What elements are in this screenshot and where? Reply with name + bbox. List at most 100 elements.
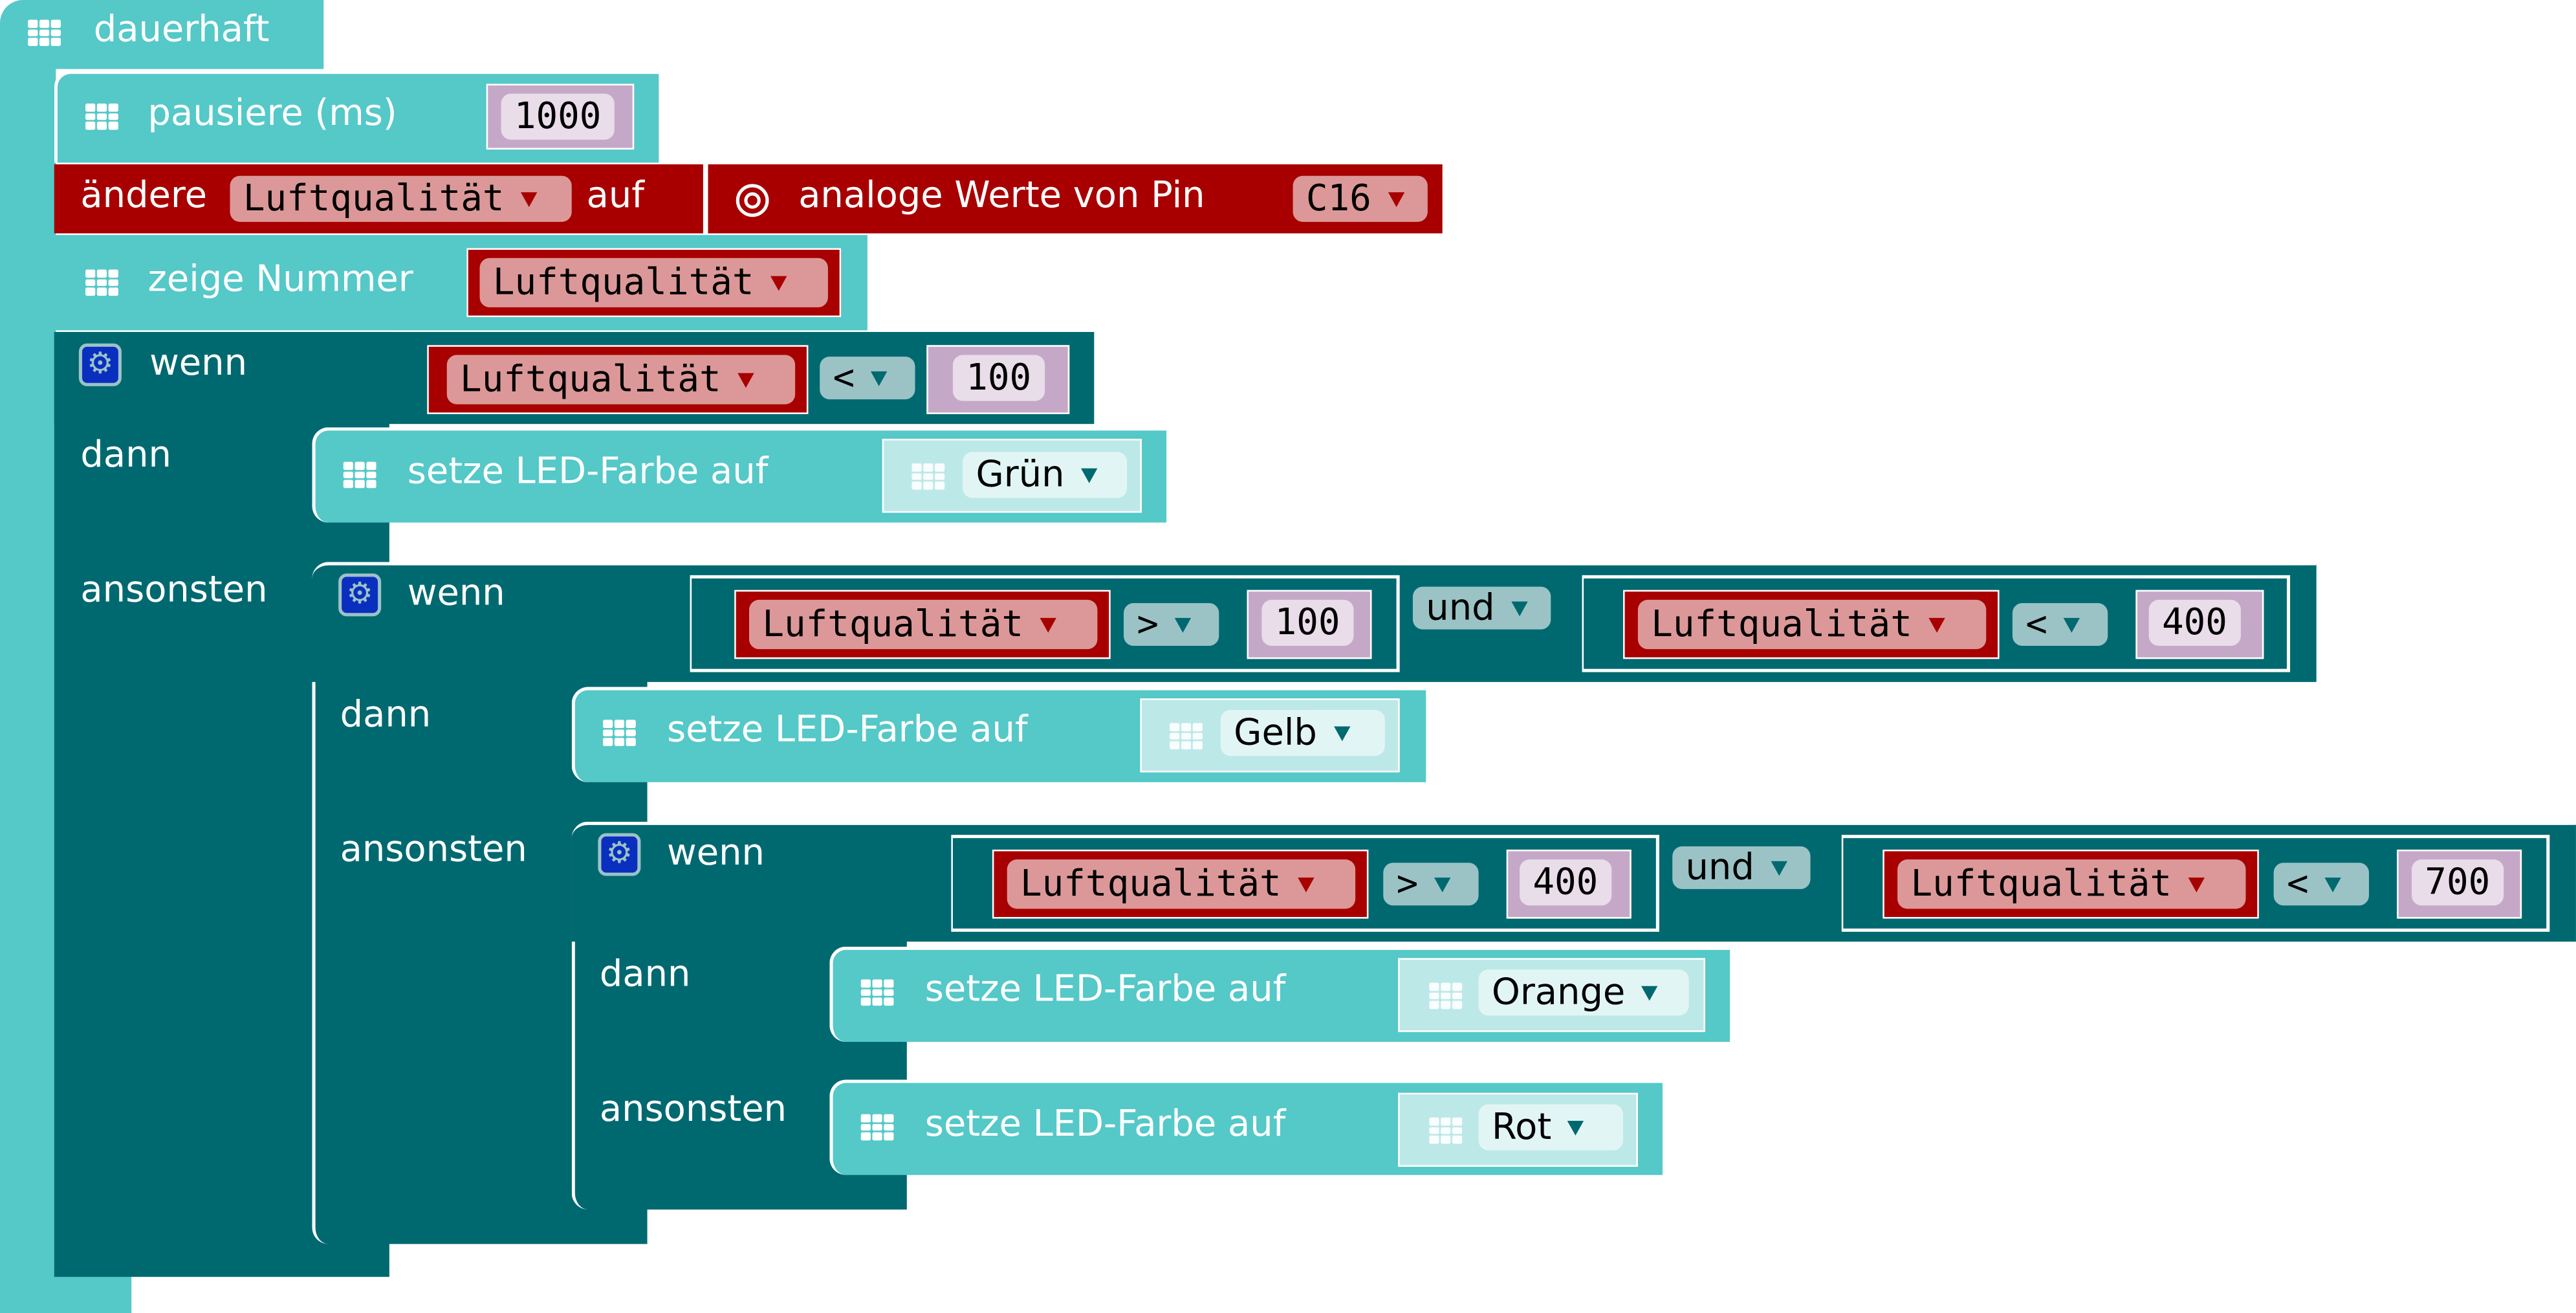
dropdown-arrow-icon	[1434, 876, 1452, 892]
set-variable-label: ändere	[80, 175, 208, 217]
logic-operator-dropdown[interactable]: und	[1412, 586, 1551, 630]
dropdown-arrow-icon	[1388, 191, 1404, 206]
color-dropdown[interactable]: Gelb	[1220, 710, 1385, 756]
number-input[interactable]: 100	[952, 355, 1045, 401]
color-dropdown[interactable]: Rot	[1478, 1104, 1624, 1151]
gear-icon[interactable]: ⚙	[78, 343, 122, 386]
then-label: dann	[599, 954, 691, 996]
grid-icon	[343, 461, 377, 489]
dropdown-arrow-icon	[520, 191, 538, 206]
and-left-frame	[690, 575, 1400, 672]
then-label: dann	[340, 695, 431, 736]
pause-label: pausiere (ms)	[147, 93, 397, 135]
operator: <	[833, 357, 855, 399]
comparison-operator-dropdown[interactable]: >	[1383, 863, 1479, 906]
dropdown-arrow-icon	[2325, 876, 2342, 892]
set-led-color-label: setze LED-Farbe auf	[407, 452, 769, 493]
grid-icon	[911, 463, 945, 490]
color-dropdown[interactable]: Grün	[963, 452, 1128, 498]
variable-name: Luftqualität	[1651, 604, 1912, 645]
dropdown-arrow-icon	[1771, 860, 1787, 876]
if-label: wenn	[667, 833, 765, 875]
logic-operator: und	[1685, 847, 1754, 888]
dropdown-arrow-icon	[1040, 617, 1056, 632]
variable-name: Luftqualität	[1910, 863, 2172, 905]
variable-name: Luftqualität	[243, 178, 505, 220]
grid-icon	[1429, 982, 1463, 1010]
variable-name: Luftqualität	[1020, 863, 1282, 905]
color-name: Rot	[1491, 1107, 1552, 1148]
variable-dropdown[interactable]: Luftqualität	[1897, 859, 2246, 909]
show-number-label: zeige Nummer	[147, 259, 413, 301]
color-name: Grün	[976, 454, 1065, 496]
variable-dropdown[interactable]: Luftqualität	[446, 355, 796, 404]
grid-icon	[860, 979, 894, 1006]
dropdown-arrow-icon	[770, 275, 787, 291]
number-input[interactable]: 400	[1520, 859, 1611, 906]
variable-dropdown[interactable]: Luftqualität	[479, 258, 828, 307]
gear-icon[interactable]: ⚙	[598, 833, 641, 876]
operator: <	[2025, 604, 2047, 645]
operator: >	[1137, 604, 1159, 645]
number-input[interactable]: 700	[2411, 859, 2504, 906]
variable-dropdown[interactable]: Luftqualität	[1637, 599, 1987, 650]
grid-icon	[85, 103, 118, 130]
operator: <	[2286, 863, 2309, 905]
variable-dropdown[interactable]: Luftqualität	[1007, 859, 1356, 909]
if-label: wenn	[149, 343, 247, 385]
dropdown-arrow-icon	[1928, 617, 1945, 632]
grid-icon	[85, 269, 118, 296]
else-label: ansonsten	[599, 1089, 787, 1131]
gear-icon[interactable]: ⚙	[338, 573, 382, 617]
color-dropdown[interactable]: Orange	[1478, 969, 1689, 1016]
grid-icon	[1170, 723, 1203, 749]
dropdown-arrow-icon	[1567, 1120, 1585, 1135]
color-name: Orange	[1491, 972, 1626, 1013]
forever-block-spine	[0, 65, 56, 1313]
analog-read-label: analoge Werte von Pin	[798, 175, 1205, 217]
variable-dropdown[interactable]: Luftqualität	[749, 599, 1098, 650]
number-input[interactable]: 400	[2148, 599, 2241, 646]
grid-icon	[1429, 1117, 1463, 1144]
dropdown-arrow-icon	[1333, 725, 1350, 741]
comparison-operator-dropdown[interactable]: <	[820, 357, 915, 400]
dropdown-arrow-icon	[1641, 985, 1659, 1000]
variable-name: Luftqualität	[460, 359, 721, 401]
set-led-color-label: setze LED-Farbe auf	[924, 969, 1286, 1011]
to-label: auf	[586, 175, 644, 217]
forever-block-foot	[0, 1275, 132, 1313]
variable-name: Luftqualität	[762, 604, 1023, 645]
and-left-frame	[951, 835, 1659, 932]
comparison-operator-dropdown[interactable]: <	[2012, 602, 2108, 646]
dropdown-arrow-icon	[1080, 467, 1098, 483]
operator: >	[1396, 863, 1419, 905]
grid-icon	[28, 19, 61, 46]
number-input[interactable]: 100	[1261, 599, 1353, 646]
dropdown-arrow-icon	[1511, 601, 1528, 616]
color-name: Gelb	[1234, 712, 1317, 754]
dropdown-arrow-icon	[1175, 617, 1192, 632]
dropdown-arrow-icon	[2064, 617, 2080, 632]
dropdown-arrow-icon	[737, 372, 754, 388]
and-right-frame	[1582, 575, 2291, 672]
set-led-color-label: setze LED-Farbe auf	[667, 710, 1028, 751]
dropdown-arrow-icon	[1298, 876, 1315, 892]
if-label: wenn	[407, 573, 505, 615]
comparison-operator-dropdown[interactable]: >	[1124, 602, 1219, 646]
comparison-operator-dropdown[interactable]: <	[2273, 863, 2369, 906]
logic-operator: und	[1426, 587, 1495, 629]
else-label: ansonsten	[80, 570, 268, 612]
pin-name: C16	[1305, 178, 1371, 220]
else-label: ansonsten	[340, 830, 527, 871]
dropdown-arrow-icon	[871, 370, 888, 386]
variable-name: Luftqualität	[492, 262, 754, 303]
logic-operator-dropdown[interactable]: und	[1672, 846, 1811, 889]
and-right-frame	[1841, 835, 2550, 932]
grid-icon	[860, 1114, 894, 1141]
pause-value-input[interactable]: 1000	[501, 93, 615, 140]
pin-dropdown[interactable]: C16	[1293, 175, 1428, 222]
variable-dropdown[interactable]: Luftqualität	[230, 175, 572, 222]
dropdown-arrow-icon	[2188, 876, 2205, 892]
then-label: dann	[80, 435, 171, 477]
